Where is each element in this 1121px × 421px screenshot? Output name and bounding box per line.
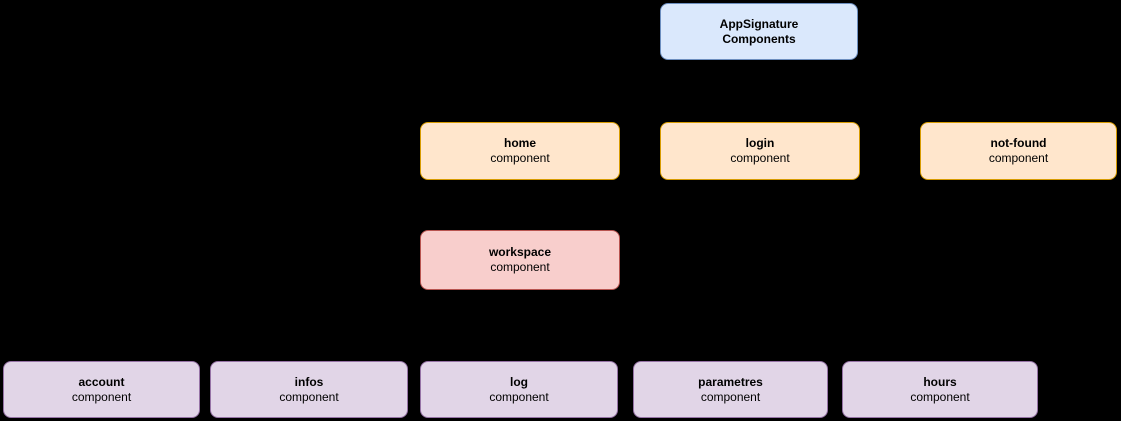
node-hours[interactable]: hours component <box>842 361 1038 418</box>
node-title: account <box>78 374 125 389</box>
node-title: log <box>510 374 528 389</box>
node-parametres[interactable]: parametres component <box>633 361 828 418</box>
node-subtitle: component <box>700 389 761 404</box>
node-title: login <box>745 136 775 150</box>
node-appsignature-components[interactable]: AppSignature Components <box>660 3 858 60</box>
node-account[interactable]: account component <box>3 361 200 418</box>
node-subtitle: component <box>490 151 550 165</box>
node-subtitle: component <box>279 389 339 404</box>
node-subtitle: component <box>489 389 549 404</box>
node-workspace[interactable]: workspace component <box>420 230 620 290</box>
node-title: not-found <box>990 136 1047 150</box>
node-title: AppSignature Components <box>719 16 799 46</box>
node-home[interactable]: home component <box>420 122 620 180</box>
node-login[interactable]: login component <box>660 122 860 180</box>
node-title: parametres <box>698 374 763 389</box>
node-not-found[interactable]: not-found component <box>920 122 1117 180</box>
node-subtitle: component <box>988 151 1049 165</box>
node-subtitle: component <box>490 260 550 274</box>
node-title: home <box>503 136 536 150</box>
node-subtitle: component <box>730 151 790 165</box>
node-subtitle: component <box>910 389 970 404</box>
node-log[interactable]: log component <box>420 361 618 418</box>
node-title: hours <box>923 374 957 389</box>
node-subtitle: component <box>71 389 132 404</box>
node-title: workspace <box>488 245 552 259</box>
node-title: infos <box>294 374 324 389</box>
node-infos[interactable]: infos component <box>210 361 408 418</box>
